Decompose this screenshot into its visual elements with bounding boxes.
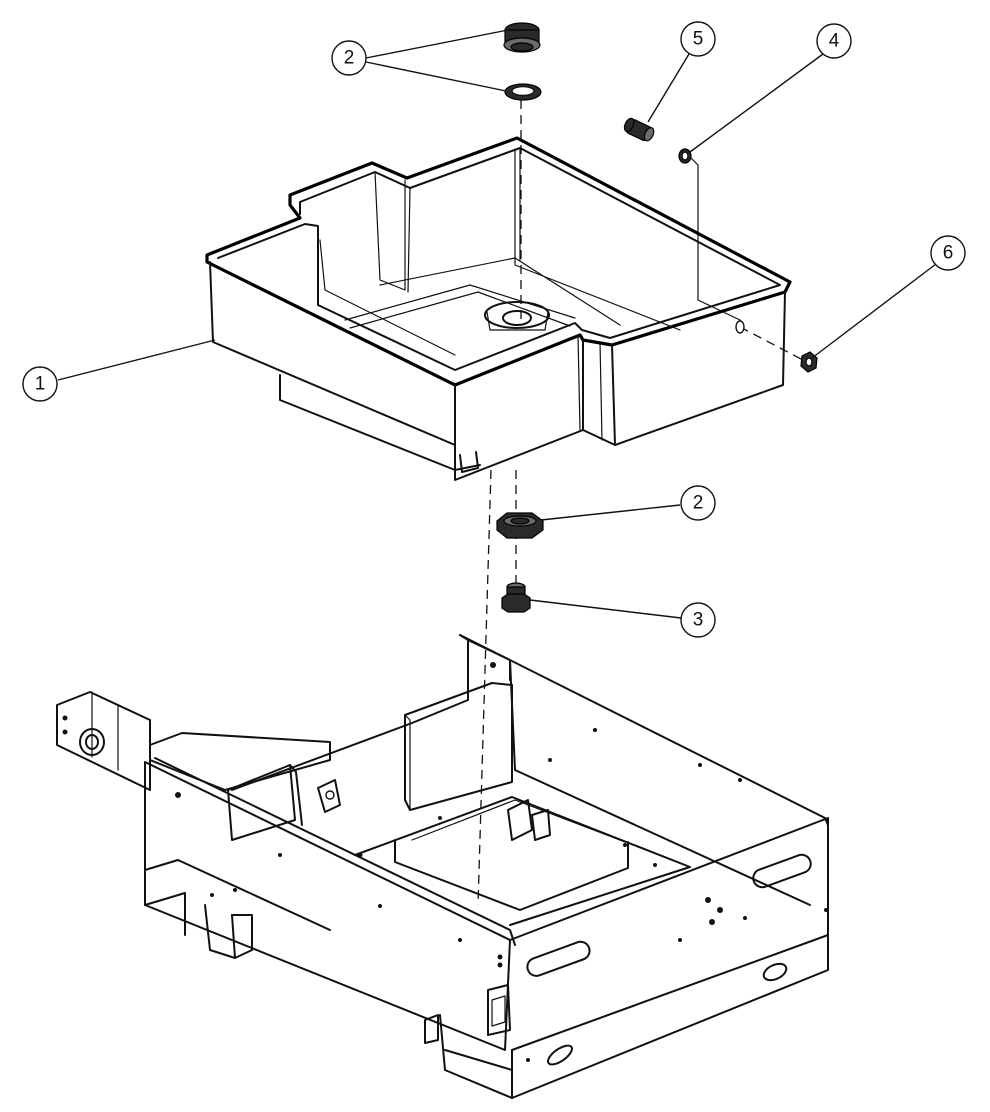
balloon-label: 5 — [693, 29, 704, 50]
tank-rim — [205, 136, 792, 387]
balloon-label: 3 — [693, 610, 704, 631]
tank-drain-boss — [484, 301, 550, 329]
leader-lines — [57, 29, 937, 619]
balloon-2-bottom: 2 — [680, 485, 716, 521]
tank-wall-mid — [454, 339, 584, 481]
axis-nut-6 — [739, 326, 804, 361]
frame-back-wall — [231, 634, 469, 791]
balloon-5: 5 — [680, 21, 716, 57]
fitting-part-2-top — [503, 22, 541, 53]
alignment-axes — [477, 100, 804, 906]
frame-assembly — [56, 634, 829, 1099]
tank-right-wall — [582, 291, 786, 446]
balloon-label: 1 — [35, 374, 46, 395]
drainplug-part-3 — [501, 582, 531, 613]
balloon-label: 6 — [943, 243, 954, 264]
tank-part-1 — [205, 136, 792, 481]
balloon-label: 2 — [693, 493, 704, 514]
balloon-2-top: 2 — [331, 40, 367, 76]
axis-drain-left — [477, 469, 492, 906]
frame-divider — [404, 682, 513, 811]
washer-part-2-top — [504, 83, 542, 101]
balloon-4: 4 — [816, 23, 852, 59]
tank-front-wall — [209, 261, 456, 446]
balloon-3: 3 — [680, 602, 716, 638]
tank-side-port — [735, 320, 745, 334]
frame-brace — [149, 732, 331, 791]
balloon-1: 1 — [22, 366, 58, 402]
frame-left-bracket — [56, 691, 151, 791]
axis-side-fitting — [687, 154, 741, 321]
balloon-label: 2 — [344, 48, 355, 69]
nut-part-6 — [800, 351, 818, 373]
frame-front-slot — [526, 940, 591, 977]
frame-floor-opening — [354, 796, 691, 926]
hexnut-part-2-bottom — [496, 512, 544, 539]
oring-part-4 — [678, 148, 692, 164]
balloon-6: 6 — [930, 235, 966, 271]
fitting-part-5 — [623, 117, 655, 142]
tank-sump — [279, 374, 456, 471]
frame-right-end — [509, 817, 829, 1051]
frame-tab-left — [227, 764, 296, 841]
balloon-label: 4 — [829, 31, 840, 52]
frame-front-wall — [144, 761, 511, 1051]
frame-right-slot — [752, 853, 812, 889]
tank-inner-rim — [217, 147, 781, 371]
